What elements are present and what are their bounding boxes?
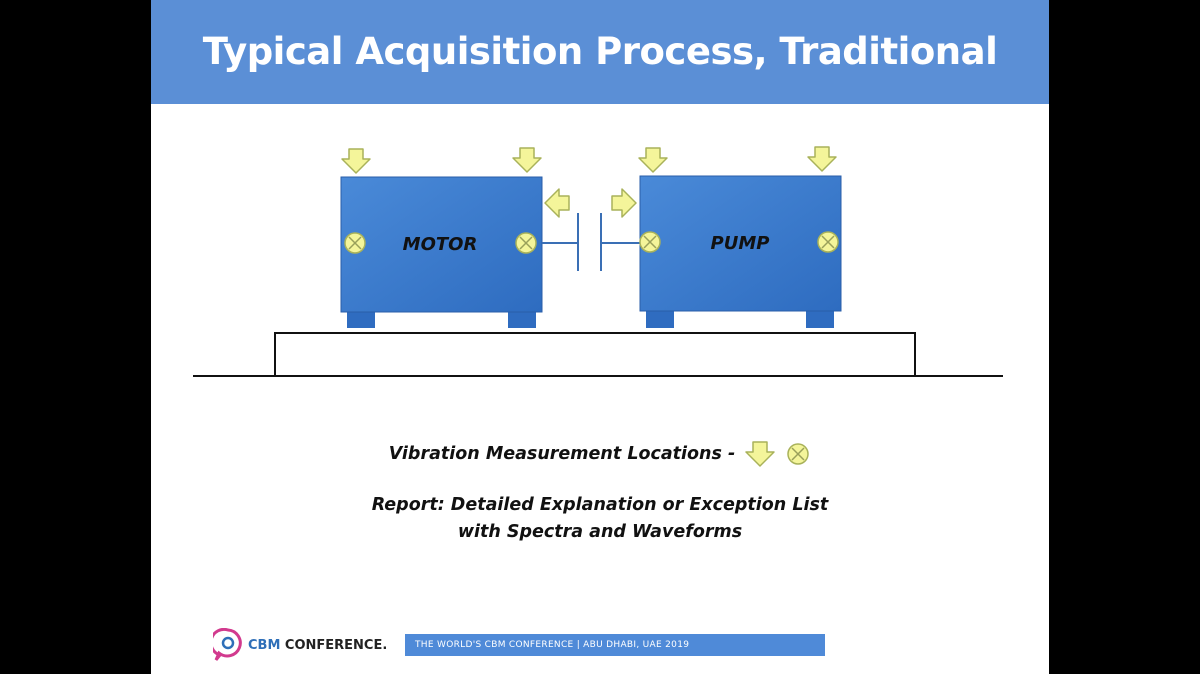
logo-brand: CBM	[248, 637, 281, 653]
circled-x-icon	[515, 232, 537, 254]
motor-box	[340, 176, 543, 313]
logo-word: CONFERENCE.	[284, 637, 388, 653]
motor-label: MOTOR	[403, 234, 478, 255]
pump-foot-left	[646, 311, 674, 328]
logo-text: CBM CONFERENCE.	[248, 638, 387, 653]
motor-foot-right	[508, 311, 536, 328]
circled-x-icon	[817, 231, 839, 253]
title-bar: Typical Acquisition Process, Traditional	[151, 0, 1049, 104]
machine-diagram: MOTOR PUMP	[193, 146, 1003, 377]
pump-foot-right	[806, 311, 834, 328]
speech-bubble-logo-icon	[213, 628, 242, 661]
arrow-down-icon	[807, 146, 837, 172]
footer-tagline: THE WORLD'S CBM CONFERENCE | ABU DHABI, …	[405, 634, 825, 656]
motor-foot-left	[347, 311, 375, 328]
arrow-right-icon	[611, 188, 637, 218]
report-line-1: Report: Detailed Explanation or Exceptio…	[371, 495, 829, 515]
arrow-down-icon	[745, 441, 776, 467]
arrow-left-icon	[544, 188, 570, 218]
legend: Vibration Measurement Locations -	[151, 436, 1049, 472]
legend-text: Vibration Measurement Locations -	[388, 444, 736, 464]
arrow-down-icon	[638, 147, 668, 173]
cbm-logo: CBM CONFERENCE.	[213, 628, 387, 662]
slide-title: Typical Acquisition Process, Traditional	[202, 30, 998, 73]
arrow-down-icon	[341, 148, 371, 174]
pump-box	[639, 175, 842, 312]
slide: Typical Acquisition Process, Traditional	[151, 0, 1049, 674]
report-line-2: with Spectra and Waveforms	[457, 522, 743, 542]
pump-label: PUMP	[711, 233, 770, 254]
base-frame	[274, 332, 916, 376]
circled-x-icon	[639, 231, 661, 253]
circled-x-icon	[787, 443, 810, 465]
arrow-down-icon	[512, 147, 542, 173]
circled-x-icon	[344, 232, 366, 254]
report-text: Report: Detailed Explanation or Exceptio…	[151, 492, 1049, 546]
